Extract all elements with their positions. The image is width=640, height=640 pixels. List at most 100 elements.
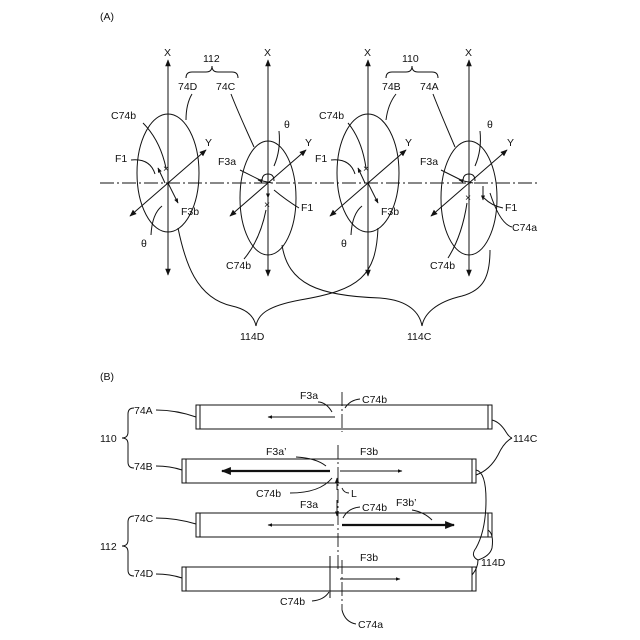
leader-c74b-74a-b <box>345 399 360 408</box>
axis-x-label-74c: X <box>264 47 271 59</box>
leader-74c <box>231 94 254 147</box>
label-group-112: 112 <box>203 53 220 65</box>
label-114c-b: 114C <box>513 433 538 445</box>
label-l: L <box>351 488 357 500</box>
f3b-arrow-74b <box>368 183 378 203</box>
panel-a-label: (A) <box>100 11 114 23</box>
axis-x-label-74d: X <box>164 47 171 59</box>
roller-74b-section: X Y θ F3b F1 × C74b 74B <box>315 47 412 276</box>
label-group-110-b: 110 <box>100 433 117 445</box>
label-74c-b: 74C <box>134 513 154 525</box>
label-f3a-74a: F3a <box>420 156 438 168</box>
leader-f3a-prime <box>296 457 326 466</box>
label-74a-b: 74A <box>134 405 153 417</box>
label-f3b-74d: F3b <box>181 206 199 218</box>
leader-l <box>342 488 349 493</box>
theta-label-74b: θ <box>341 238 347 250</box>
theta-arc-74a <box>475 131 480 166</box>
leader-74d <box>186 94 192 120</box>
label-f3b-74b-b: F3b <box>360 446 378 458</box>
leader-c74b-74c <box>244 210 266 259</box>
axis-y-label-74c: Y <box>305 137 312 149</box>
point-mark-74c: × <box>264 199 270 211</box>
panel-b-label: (B) <box>100 371 114 383</box>
label-114d: 114D <box>240 331 265 343</box>
label-roller-74d: 74D <box>178 81 198 93</box>
label-74b-b: 74B <box>134 461 153 473</box>
y-axis-arrow-neg-74b <box>330 183 368 216</box>
axis-x-label-74b: X <box>364 47 371 59</box>
axis-x-label-74a: X <box>465 47 472 59</box>
label-74d-b: 74D <box>134 568 154 580</box>
axis-y-label-74a: Y <box>507 137 514 149</box>
leader-f1-74d <box>131 160 155 174</box>
roller-74a-section: X Y θ F3a F1 × C74b 74A <box>420 47 517 276</box>
label-f3b-74b: F3b <box>381 206 399 218</box>
panel-b: (B) 110 112 74A F3a C74b 74B <box>100 371 538 631</box>
point-mark-74d: × <box>163 163 169 175</box>
label-f3a-prime: F3a’ <box>266 446 286 458</box>
brace-114d-left <box>178 228 256 326</box>
label-f1-74b: F1 <box>315 153 327 165</box>
panel-a: (A) C74a 112 110 X Y θ F3b F1 × C74b <box>100 11 540 343</box>
label-c74b-74b-b: C74b <box>256 488 281 500</box>
leader-f3a-74a <box>441 170 461 180</box>
roller-74c-bar: 74C F3a F3b’ C74b <box>134 497 492 537</box>
label-f1-74c: F1 <box>301 202 313 214</box>
leader-74a <box>433 94 455 147</box>
label-c74b-74b: C74b <box>319 110 344 122</box>
label-f3a-74a-b: F3a <box>300 390 318 402</box>
label-f3a-74c-b: F3a <box>300 499 318 511</box>
axis-y-label-74d: Y <box>205 137 212 149</box>
axis-y-label-74b: Y <box>405 137 412 149</box>
label-roller-74a: 74A <box>420 81 439 93</box>
leader-f1-74c <box>274 190 299 208</box>
brace-114c-left <box>282 245 422 326</box>
label-114d-b: 114D <box>481 557 506 569</box>
label-roller-74c: 74C <box>216 81 236 93</box>
y-axis-arrow-74b <box>368 150 406 183</box>
roller-74c-section: X Y θ F3a F1 × C74b 74C <box>216 47 313 276</box>
theta-label-74d: θ <box>141 238 147 250</box>
label-group-112-b: 112 <box>100 541 117 553</box>
leader-74c-b <box>156 518 196 524</box>
label-f3b-74d-b: F3b <box>360 552 378 564</box>
y-axis-arrow-74d <box>168 150 206 183</box>
leader-c74b-74b-b <box>290 478 332 493</box>
label-f1-74a: F1 <box>505 202 517 214</box>
brace-114c-bottom <box>476 438 512 475</box>
theta-arc-74c <box>274 131 279 166</box>
f3b-arrow-74d <box>168 183 178 203</box>
leader-c74a-b <box>342 610 356 624</box>
point-mark-74b: × <box>363 163 369 175</box>
brace-114c-top <box>492 420 512 438</box>
leader-74b <box>386 94 396 120</box>
label-c74a-b: C74a <box>358 619 383 631</box>
leader-74b-b <box>156 466 182 470</box>
roller-74d-bar: 74D F3b C74b C74a <box>134 552 476 631</box>
roller-74d-section: X Y θ F3b F1 × C74b 74D <box>111 47 212 275</box>
y-axis-arrow-neg-74c <box>230 183 268 216</box>
bracket-110-b <box>122 408 134 468</box>
label-roller-74b: 74B <box>382 81 401 93</box>
leader-f3b-prime <box>412 510 432 520</box>
label-f3a-74c: F3a <box>218 156 236 168</box>
leader-c74b-74d-b <box>312 592 329 601</box>
roller-74d-body <box>182 567 476 591</box>
label-c74a: C74a <box>512 222 537 234</box>
leader-f3a-74c <box>240 170 260 180</box>
bracket-110 <box>386 66 438 78</box>
label-f3b-prime: F3b’ <box>396 497 416 509</box>
brace-114d-right <box>256 228 378 326</box>
label-c74b-74c-b: C74b <box>362 502 387 514</box>
theta-label-74a: θ <box>487 119 493 131</box>
leader-74d-b <box>156 574 182 578</box>
point-mark-74a: × <box>465 192 471 204</box>
label-114c: 114C <box>407 331 432 343</box>
leader-c74b-74b <box>348 123 366 168</box>
label-c74b-74a: C74b <box>430 260 455 272</box>
label-c74b-74d: C74b <box>111 110 136 122</box>
bracket-112-b <box>122 516 134 576</box>
roller-74a-body <box>196 405 492 429</box>
label-c74b-74c: C74b <box>226 260 251 272</box>
